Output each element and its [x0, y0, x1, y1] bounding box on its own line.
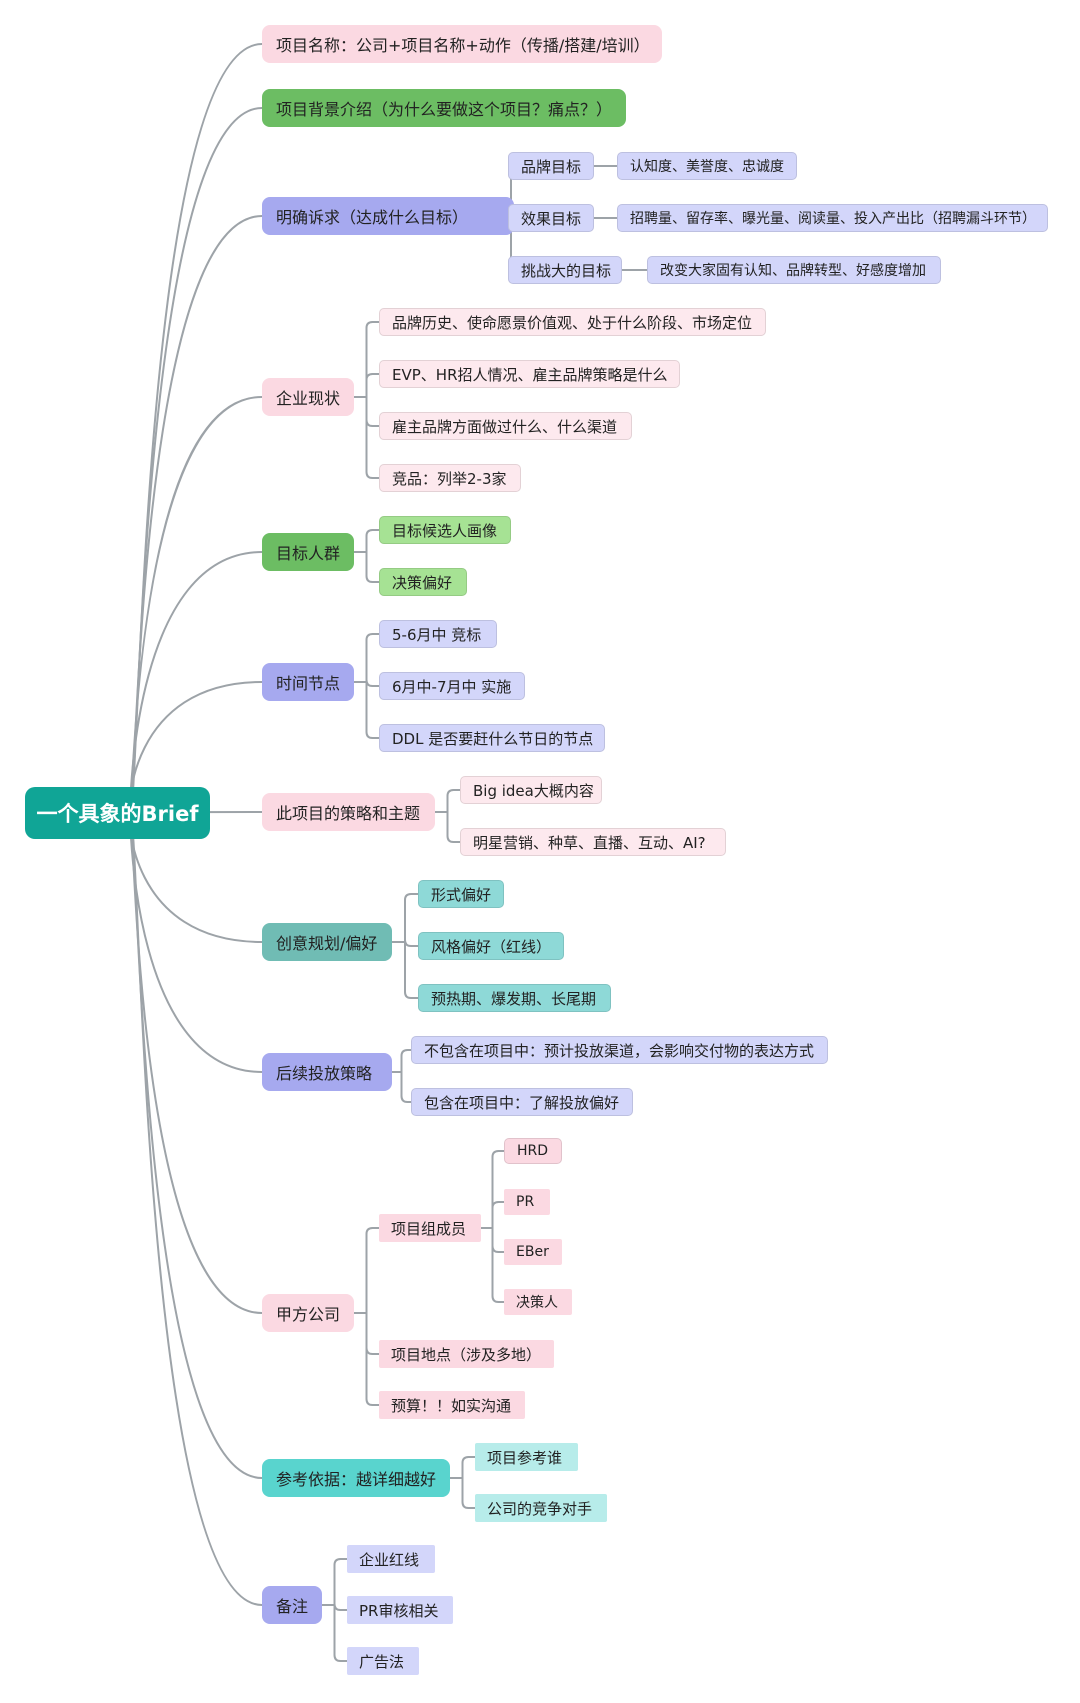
- client-budget[interactable]: 预算！！如实沟通: [379, 1391, 525, 1419]
- member-eber[interactable]: EBer: [504, 1239, 562, 1265]
- branch-reference-basis[interactable]: 参考依据：越详细越好: [262, 1459, 450, 1497]
- client-location[interactable]: 项目地点（涉及多地）: [379, 1340, 554, 1368]
- connector-root-b2: [129, 215, 263, 814]
- status-brand-history[interactable]: 品牌历史、使命愿景价值观、处于什么阶段、市场定位: [379, 308, 766, 336]
- status-employer-brand[interactable]: 雇主品牌方面做过什么、什么渠道: [379, 412, 632, 440]
- connector-reference-branch-1: [461, 1478, 475, 1509]
- connector-members-branch-3: [491, 1228, 504, 1303]
- connector-notes-branch-2: [333, 1605, 347, 1662]
- strategy-tactics[interactable]: 明星营销、种草、直播、互动、AI?: [460, 828, 726, 856]
- connector-status-branch-3: [365, 397, 379, 479]
- connector-creative-branch-2: [404, 942, 418, 999]
- note-pr-review[interactable]: PR审核相关: [347, 1596, 453, 1624]
- connector-creative-branch-1: [404, 939, 418, 947]
- branch-client-company[interactable]: 甲方公司: [262, 1294, 354, 1332]
- connector-root-b3: [129, 396, 263, 814]
- member-decision-maker[interactable]: 决策人: [504, 1289, 572, 1315]
- root-node[interactable]: 一个具象的Brief: [25, 787, 210, 839]
- audience-decision-preference[interactable]: 决策偏好: [379, 568, 467, 596]
- branch-media-strategy[interactable]: 后续投放策略: [262, 1053, 392, 1091]
- goal-performance-detail[interactable]: 招聘量、留存率、曝光量、阅读量、投入产出比（招聘漏斗环节）: [617, 204, 1048, 232]
- branch-clear-goals[interactable]: 明确诉求（达成什么目标）: [262, 197, 514, 235]
- client-team-members[interactable]: 项目组成员: [379, 1214, 481, 1242]
- connector-root-b8: [129, 812, 263, 1073]
- branch-company-status[interactable]: 企业现状: [262, 378, 354, 416]
- connector-status-branch-2: [365, 397, 379, 427]
- creative-format[interactable]: 形式偏好: [418, 880, 504, 908]
- connector-strategy-branch-1: [446, 812, 460, 843]
- goal-challenge-detail[interactable]: 改变大家固有认知、品牌转型、好感度增加: [647, 256, 941, 284]
- connector-members-branch-0: [491, 1150, 504, 1228]
- branch-project-name[interactable]: 项目名称：公司+项目名称+动作（传播/搭建/培训）: [262, 25, 662, 63]
- connector-timeline-branch-1: [365, 679, 379, 687]
- connector-timeline-branch-0: [365, 633, 379, 682]
- branch-notes[interactable]: 备注: [262, 1586, 322, 1624]
- connector-creative-branch-0: [404, 893, 418, 942]
- connector-audience-branch-0: [365, 529, 379, 552]
- reference-competitors[interactable]: 公司的竞争对手: [475, 1494, 607, 1522]
- connector-status-branch-0: [365, 321, 379, 397]
- connector-client-branch-0: [365, 1227, 379, 1313]
- connector-notes-branch-0: [333, 1558, 347, 1605]
- connector-reference-branch-0: [461, 1456, 475, 1478]
- media-included[interactable]: 包含在项目中：了解投放偏好: [411, 1088, 633, 1116]
- goal-brand[interactable]: 品牌目标: [508, 152, 594, 180]
- connector-members-branch-2: [491, 1228, 504, 1253]
- goal-performance[interactable]: 效果目标: [508, 204, 594, 232]
- status-competitors[interactable]: 竞品：列举2-3家: [379, 464, 521, 492]
- connector-media-branch-1: [400, 1072, 411, 1103]
- member-pr[interactable]: PR: [504, 1189, 550, 1215]
- goal-challenge[interactable]: 挑战大的目标: [508, 256, 622, 284]
- timeline-ddl[interactable]: DDL 是否要赶什么节日的节点: [379, 724, 605, 752]
- strategy-big-idea[interactable]: Big idea大概内容: [460, 776, 602, 804]
- note-redlines[interactable]: 企业红线: [347, 1545, 435, 1573]
- connector-status-branch-1: [365, 373, 379, 397]
- connector-audience-branch-1: [365, 552, 379, 583]
- creative-phases[interactable]: 预热期、爆发期、长尾期: [418, 984, 611, 1012]
- connector-notes-branch-1: [333, 1603, 347, 1611]
- branch-project-background[interactable]: 项目背景介绍（为什么要做这个项目？痛点？）: [262, 89, 626, 127]
- connector-members-branch-1: [491, 1201, 504, 1228]
- audience-persona[interactable]: 目标候选人画像: [379, 516, 511, 544]
- connector-media-branch-0: [400, 1049, 411, 1072]
- note-ad-law[interactable]: 广告法: [347, 1647, 419, 1675]
- timeline-bidding[interactable]: 5-6月中 竞标: [379, 620, 497, 648]
- connector-root-b11: [129, 812, 263, 1606]
- creative-style[interactable]: 风格偏好（红线）: [418, 932, 564, 960]
- connector-client-branch-1: [365, 1313, 379, 1355]
- branch-strategy-theme[interactable]: 此项目的策略和主题: [262, 793, 435, 831]
- connector-root-b0: [129, 43, 263, 814]
- goal-brand-detail[interactable]: 认知度、美誉度、忠诚度: [617, 152, 797, 180]
- branch-creative-preference[interactable]: 创意规划/偏好: [262, 923, 392, 961]
- branch-target-audience[interactable]: 目标人群: [262, 533, 354, 571]
- timeline-execution[interactable]: 6月中-7月中 实施: [379, 672, 525, 700]
- connector-root-b1: [129, 107, 263, 814]
- connector-strategy-branch-0: [446, 789, 460, 812]
- branch-timeline[interactable]: 时间节点: [262, 663, 354, 701]
- reference-projects[interactable]: 项目参考谁: [475, 1443, 578, 1471]
- connector-timeline-branch-2: [365, 682, 379, 739]
- connector-client-branch-2: [365, 1313, 379, 1406]
- member-hrd[interactable]: HRD: [504, 1138, 562, 1164]
- media-excluded[interactable]: 不包含在项目中：预计投放渠道，会影响交付物的表达方式: [411, 1036, 828, 1064]
- status-evp[interactable]: EVP、HR招人情况、雇主品牌策略是什么: [379, 360, 680, 388]
